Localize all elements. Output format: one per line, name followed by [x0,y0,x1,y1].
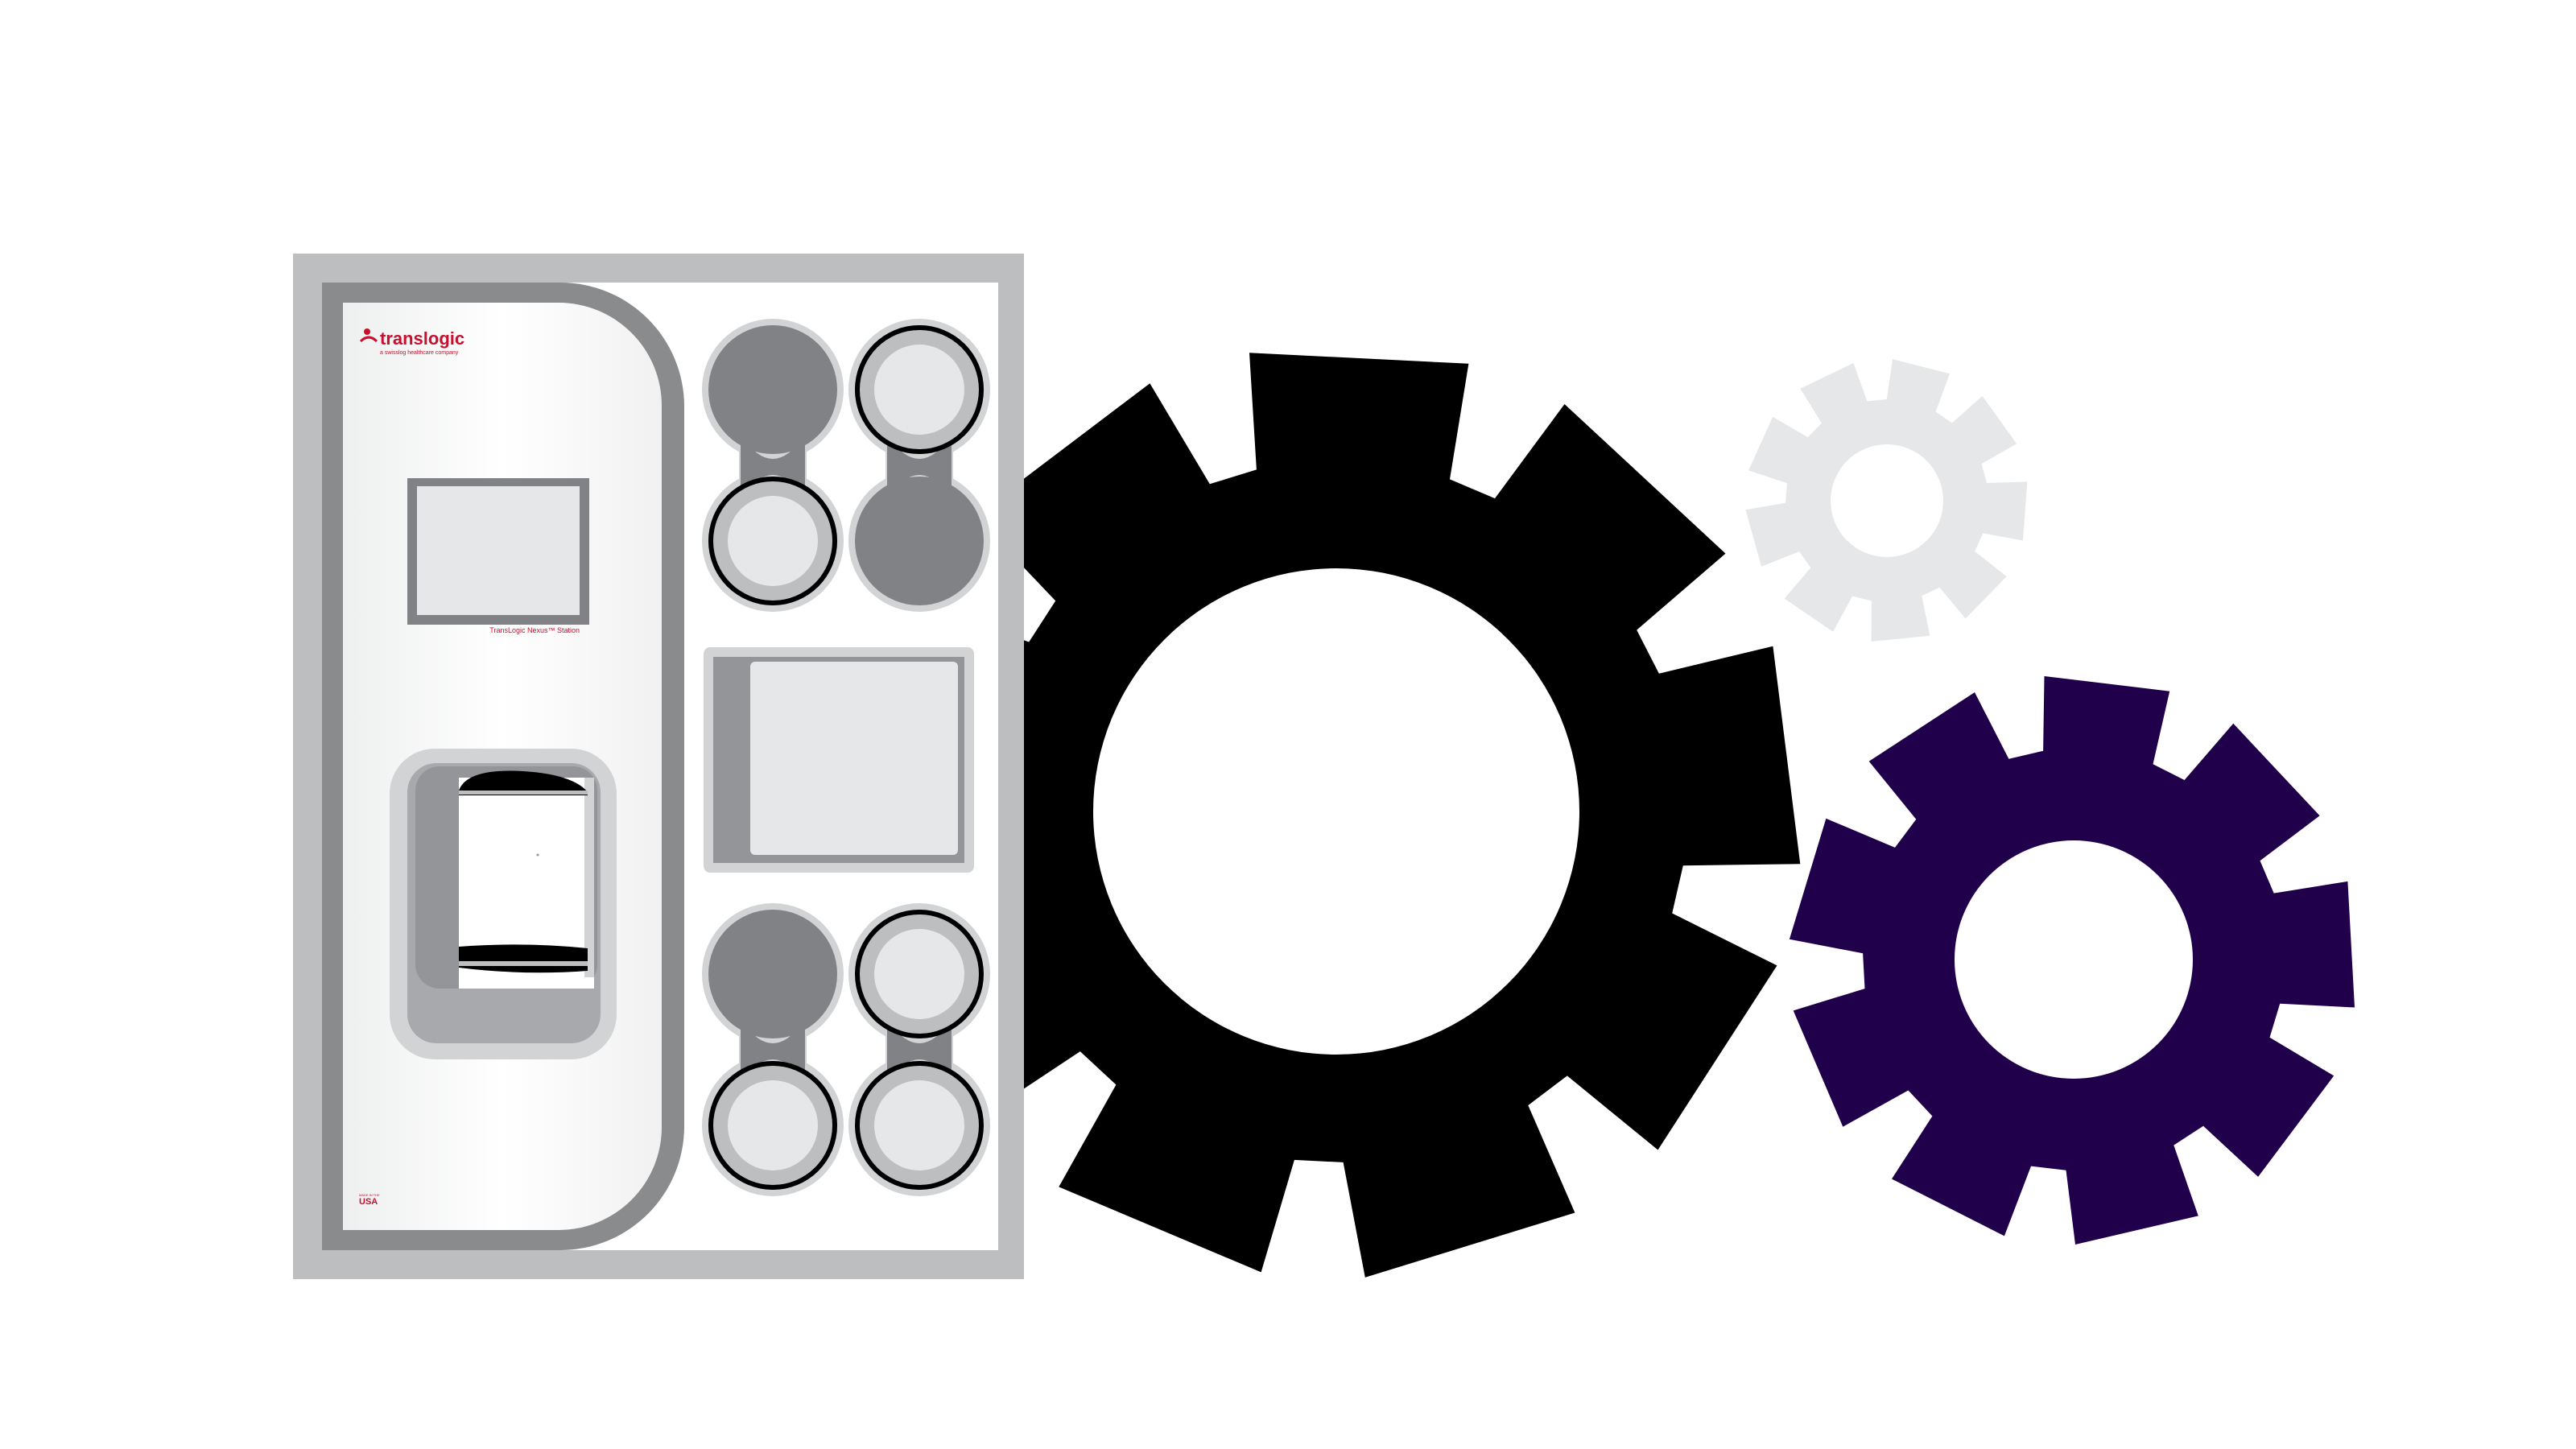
bin-empty [855,477,984,605]
upper-bins-left [702,319,844,612]
made-in-label: MADE IN THE [359,1193,380,1197]
receiving-bin[interactable] [704,647,974,873]
touch-screen[interactable] [417,486,580,615]
bin-neck [741,1019,805,1084]
bin-neck [887,1019,952,1084]
logo-dot-icon [364,328,370,335]
made-in-usa-badge: MADE IN THE USA [359,1193,380,1207]
brand-name: translogic [380,328,464,349]
lower-bins-left [702,903,844,1196]
logo-swoosh-icon [359,336,378,343]
bin-neck [741,435,805,499]
made-in-country: USA [359,1197,378,1207]
carrier-door[interactable] [390,749,617,1059]
screen-caption: TransLogic Nexus™ Station [489,626,580,634]
brand-tagline: a swisslog healthcare company [380,350,459,356]
bin-neck [887,435,952,499]
bin-empty [708,325,837,454]
carrier-top-lip [459,770,588,795]
carrier-bottom-rim [459,961,588,966]
medium-gear-icon [1789,675,2355,1245]
carrier-cap-icon[interactable] [728,496,818,586]
carrier-cap-icon[interactable] [874,1080,964,1170]
lower-bins-right [848,903,990,1196]
carrier-cap-icon[interactable] [874,929,964,1019]
large-gear-icon [869,353,1801,1278]
carrier-cap-icon[interactable] [728,1080,818,1170]
carrier-door-sensor-icon [536,853,539,857]
pneumatic-tube-station: translogic a swisslog healthcare company… [293,254,1024,1279]
receiving-bin-lid [750,662,958,855]
gears-group [869,353,2355,1278]
carrier-bottom-lip [459,944,588,973]
carrier-window-edge [584,778,594,977]
small-gear-icon [1745,359,2028,642]
bin-empty [708,910,837,1038]
translogic-logo: translogic a swisslog healthcare company [359,328,464,356]
upper-bins-right [848,319,990,612]
carrier-cap-icon[interactable] [874,345,964,435]
carrier-top-rim [459,791,588,795]
